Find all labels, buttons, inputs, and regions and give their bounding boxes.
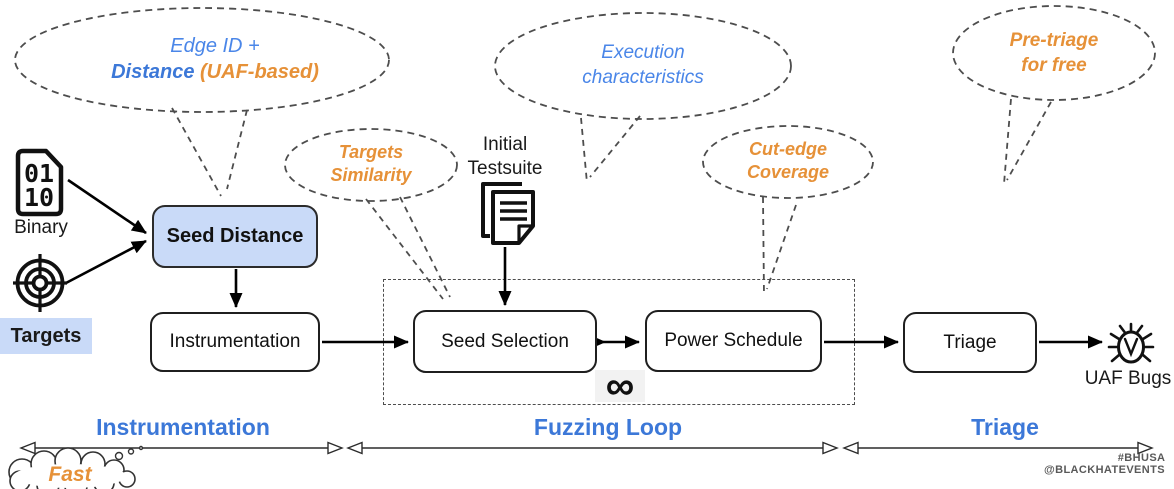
bubble-edge-id-line1: Edge ID + [170,35,260,57]
initial-testsuite-line1: Initial [482,134,528,155]
bug-icon [1107,322,1155,364]
bubble-targets-similarity-line1: Targets [338,142,404,162]
targets-bullseye-icon [13,254,67,312]
arrow-binary-to-seed-distance [67,178,147,235]
bubble-edge-id-uaf-based: (UAF-based) [200,61,319,83]
phase-span-arrows [19,441,1154,455]
node-power-schedule: Power Schedule [645,310,822,372]
node-seed-distance: Seed Distance [152,205,318,268]
bubble-targets-similarity-line2: Similarity [330,165,412,186]
bubble-pre-triage: Pre-triage for free [965,29,1143,78]
node-triage: Triage [903,312,1037,373]
targets-label: Targets [0,318,92,354]
uaf-bugs-label: UAF Bugs [1084,368,1172,389]
binary-digits-top: 01 [24,159,54,188]
testsuite-documents-icon [481,182,535,245]
speech-bubble-tails [171,98,1052,300]
infinity-loop-symbol: ∞ [595,366,645,406]
arrow-targets-to-seed-distance [65,239,147,285]
initial-testsuite-label: Initial Testsuite [455,133,555,181]
handle-blackhatevents: @BLACKHATEVENTS [1043,464,1165,476]
bubble-edge-id-line2: Distance (UAF-based) [75,59,355,85]
bubble-execution-characteristics: Execution characteristics [520,41,766,90]
phase-label-instrumentation: Instrumentation [96,414,270,440]
binary-file-icon: 01 10 [15,148,64,217]
phase-label-fuzzing-loop: Fuzzing Loop [533,414,683,440]
event-tags: #BHUSA @BLACKHATEVENTS [985,452,1165,476]
bubble-cut-edge-line1: Cut-edge [749,139,827,159]
bubble-execution-line2: characteristics [582,66,704,88]
bubble-pre-triage-line1: Pre-triage [1009,30,1099,51]
bubble-edge-id-distance: Distance [111,61,195,83]
binary-digits-bottom: 10 [24,183,54,212]
node-instrumentation: Instrumentation [150,312,320,372]
phase-label-triage: Triage [971,414,1039,440]
hashtag-bhusa: #BHUSA [1117,452,1165,464]
bubble-cut-edge-line2: Coverage [746,162,830,183]
node-seed-selection: Seed Selection [413,310,597,373]
bubble-targets-similarity: Targets Similarity [295,141,447,188]
bubble-pre-triage-line2: for free [1021,54,1087,76]
bubble-execution-line1: Execution [601,42,685,63]
initial-testsuite-line2: Testsuite [467,157,543,179]
bubble-cut-edge-coverage: Cut-edge Coverage [710,138,866,185]
binary-label: Binary [14,217,68,238]
bubble-edge-id: Edge ID + Distance (UAF-based) [75,33,355,85]
fast-annotation: Fast [48,463,92,486]
